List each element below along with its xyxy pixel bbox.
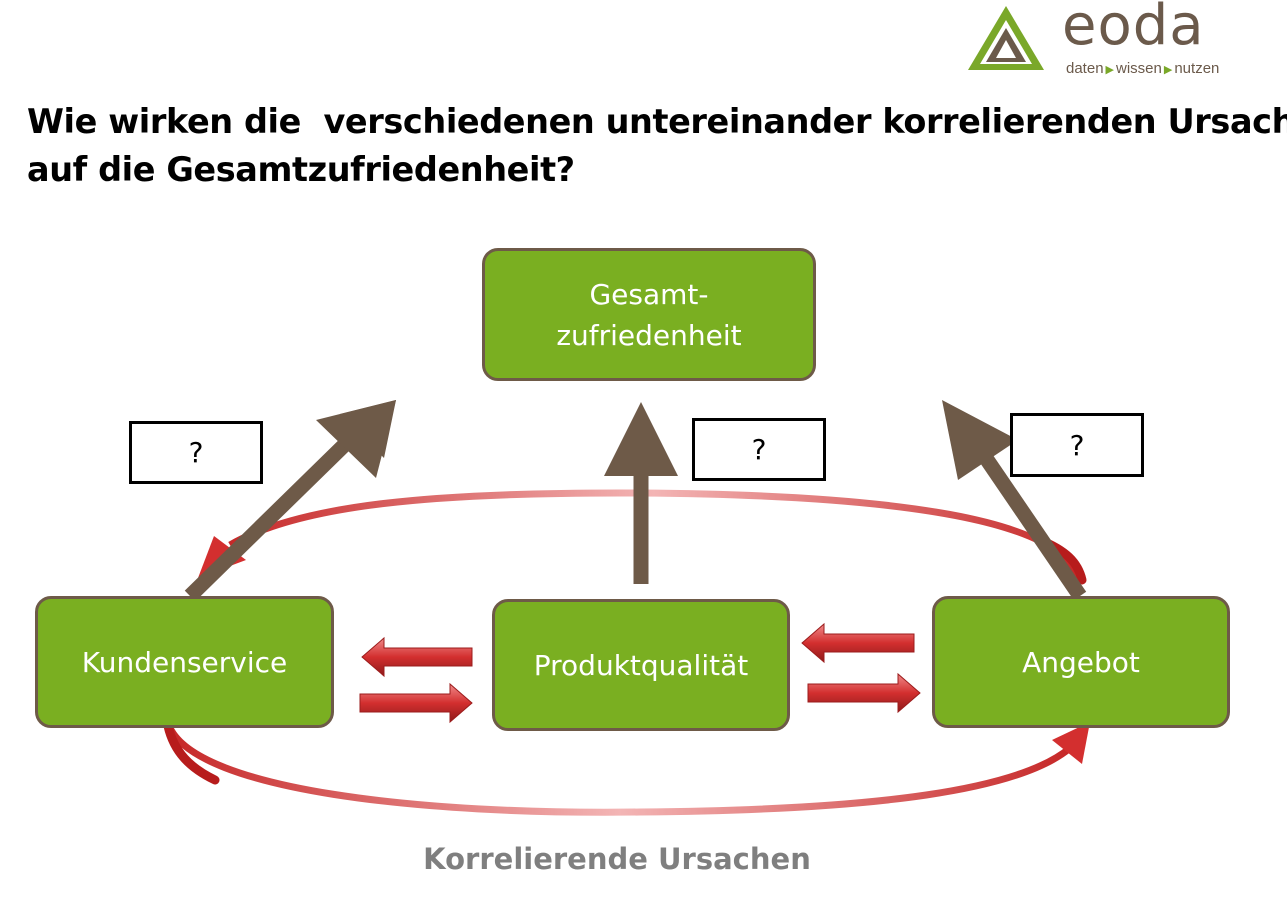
target-label-line-1: Gesamt-	[589, 277, 709, 311]
tagline-word-3: nutzen	[1174, 60, 1220, 77]
weight-label-right: ?	[1069, 428, 1085, 462]
logo-tagline: daten▶wissen▶nutzen	[1066, 60, 1219, 77]
weight-label-center: ?	[751, 433, 767, 466]
target-label-line-2: zufriedenheit	[556, 318, 742, 352]
correlation-arrow-right-to-center-icon	[801, 622, 915, 664]
cause-label-center: Produktqualität	[533, 648, 749, 682]
weight-label-left: ?	[188, 436, 204, 469]
weight-box-left: ?	[129, 421, 263, 484]
weight-box-right: ?	[1010, 413, 1144, 477]
correlation-arrow-left-to-center-icon	[359, 682, 473, 724]
cause-box-produktqualitaet: Produktqualität	[492, 599, 790, 731]
correlation-curve-bottom-left-end	[163, 721, 220, 785]
impact-arrowhead-right-icon	[942, 400, 1018, 480]
impact-arrowhead-center-icon	[604, 402, 678, 476]
tagline-arrow-icon: ▶	[1105, 64, 1115, 76]
page-title-line-1: Wie wirken die verschiedenen untereinand…	[27, 102, 1287, 141]
tagline-word-2: wissen	[1116, 60, 1162, 77]
logo-wordmark: eoda	[1062, 0, 1205, 58]
page-title: Wie wirken die verschiedenen untereinand…	[27, 98, 1287, 194]
diagram-caption: Korrelierende Ursachen	[423, 842, 811, 876]
tagline-arrow-icon: ▶	[1163, 64, 1173, 76]
correlation-arrow-center-to-left-icon	[361, 636, 473, 678]
correlation-arrow-center-to-right-icon	[807, 672, 921, 714]
eoda-logo: eoda daten▶wissen▶nutzen	[966, 0, 1256, 84]
cause-label-left: Kundenservice	[81, 645, 288, 679]
impact-arrow-left	[184, 412, 378, 602]
eoda-logo-mark-icon	[968, 6, 1044, 70]
page-title-line-2: auf die Gesamtzufriedenheit?	[27, 150, 575, 189]
cause-box-angebot: Angebot	[932, 596, 1230, 728]
cause-box-kundenservice: Kundenservice	[35, 596, 334, 728]
correlation-curve-top	[228, 489, 1082, 580]
tagline-word-1: daten	[1066, 60, 1104, 77]
weight-box-center: ?	[692, 418, 826, 481]
cause-label-right: Angebot	[1022, 645, 1140, 679]
correlation-curve-bottom	[166, 726, 1073, 816]
correlation-arrowhead-bottom-right-icon	[1052, 722, 1090, 764]
target-box-gesamtzufriedenheit: Gesamt- zufriedenheit	[482, 248, 816, 381]
